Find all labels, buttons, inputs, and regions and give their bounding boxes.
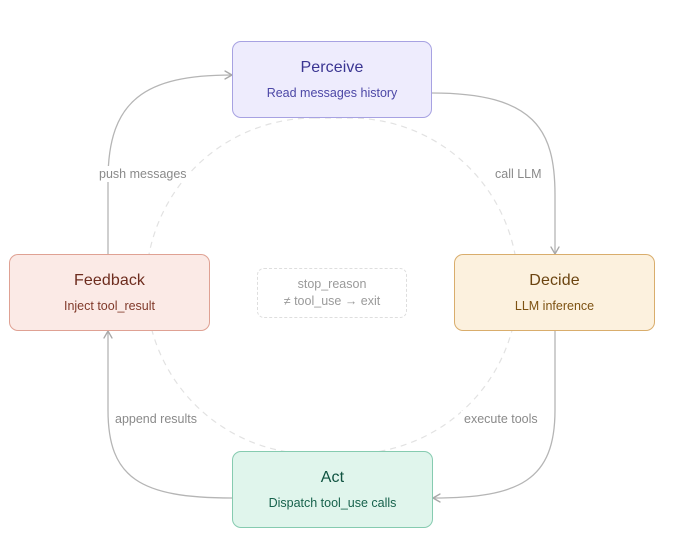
arrow-call-llm bbox=[431, 92, 560, 255]
node-feedback: Feedback Inject tool_result bbox=[9, 254, 210, 331]
node-perceive-title: Perceive bbox=[300, 59, 364, 76]
arrow-execute-tools bbox=[432, 331, 556, 503]
exit-condition-line-2: ≠ tool_use → exit bbox=[283, 294, 381, 308]
node-perceive-subtitle: Read messages history bbox=[266, 86, 398, 100]
node-decide-subtitle: LLM inference bbox=[514, 299, 595, 313]
arrow-append-results bbox=[103, 330, 233, 499]
node-feedback-title: Feedback bbox=[73, 272, 146, 289]
arrow-push-messages bbox=[107, 70, 233, 254]
node-perceive: Perceive Read messages history bbox=[232, 41, 432, 118]
edge-label-push-messages: push messages bbox=[96, 166, 190, 182]
node-decide: Decide LLM inference bbox=[454, 254, 655, 331]
exit-condition-note: stop_reason ≠ tool_use → exit bbox=[257, 268, 407, 318]
node-act-subtitle: Dispatch tool_use calls bbox=[268, 496, 397, 510]
edge-label-execute-tools: execute tools bbox=[461, 411, 541, 427]
node-act-title: Act bbox=[320, 469, 345, 486]
node-feedback-subtitle: Inject tool_result bbox=[63, 299, 156, 313]
node-act: Act Dispatch tool_use calls bbox=[232, 451, 433, 528]
edge-label-call-llm: call LLM bbox=[492, 166, 545, 182]
node-decide-title: Decide bbox=[529, 272, 580, 289]
edge-label-append-results: append results bbox=[112, 411, 201, 427]
exit-condition-line-1: stop_reason bbox=[297, 277, 367, 291]
